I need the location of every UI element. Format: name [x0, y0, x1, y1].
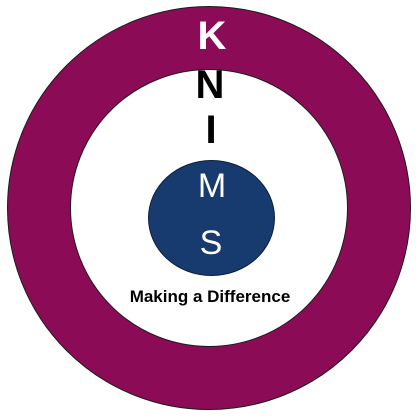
letter-k: K: [197, 14, 227, 58]
letter-i: I: [205, 108, 217, 152]
tagline: Making a Difference: [129, 287, 291, 306]
center-circle: [148, 160, 275, 276]
letter-m: M: [197, 167, 227, 205]
letter-s: S: [199, 224, 223, 262]
letter-n: N: [195, 63, 225, 107]
